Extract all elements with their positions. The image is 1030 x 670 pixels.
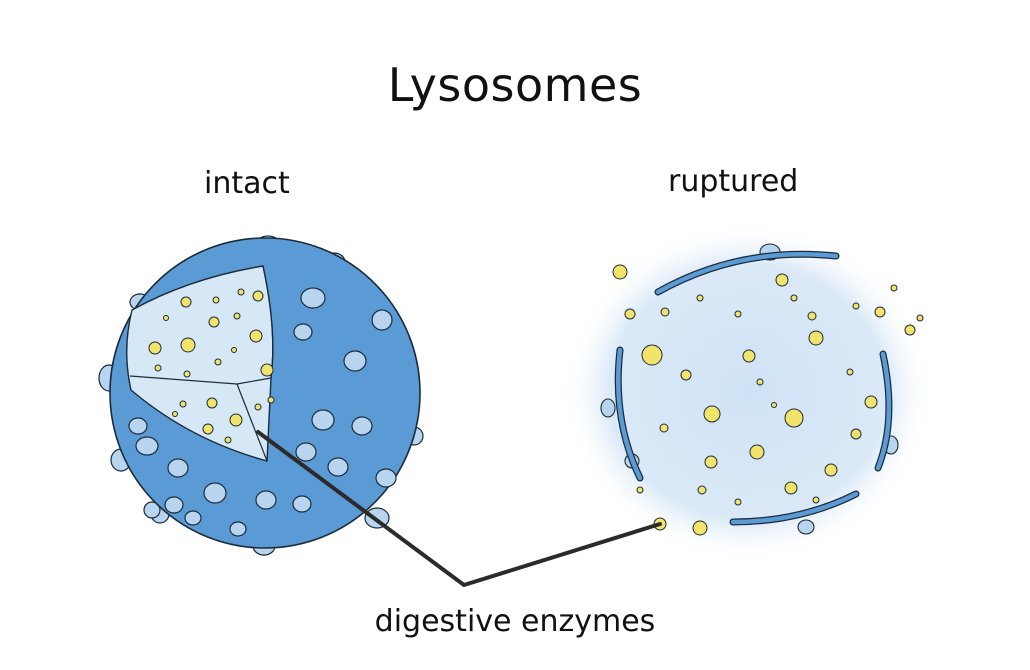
enzymes-intact (148, 288, 275, 444)
digestive-enzymes-label: digestive enzymes (374, 604, 656, 639)
surface-proteins-intact (128, 287, 397, 537)
intact-lysosome (98, 235, 424, 556)
released-contents-cloud (563, 222, 933, 562)
enzymes-ruptured (612, 264, 924, 536)
ruptured-lysosome (563, 222, 933, 562)
intact-label: intact (204, 166, 290, 201)
ruptured-label: ruptured (668, 164, 799, 199)
diagram-title: Lysosomes (387, 58, 643, 112)
pointer-lines (256, 430, 662, 587)
